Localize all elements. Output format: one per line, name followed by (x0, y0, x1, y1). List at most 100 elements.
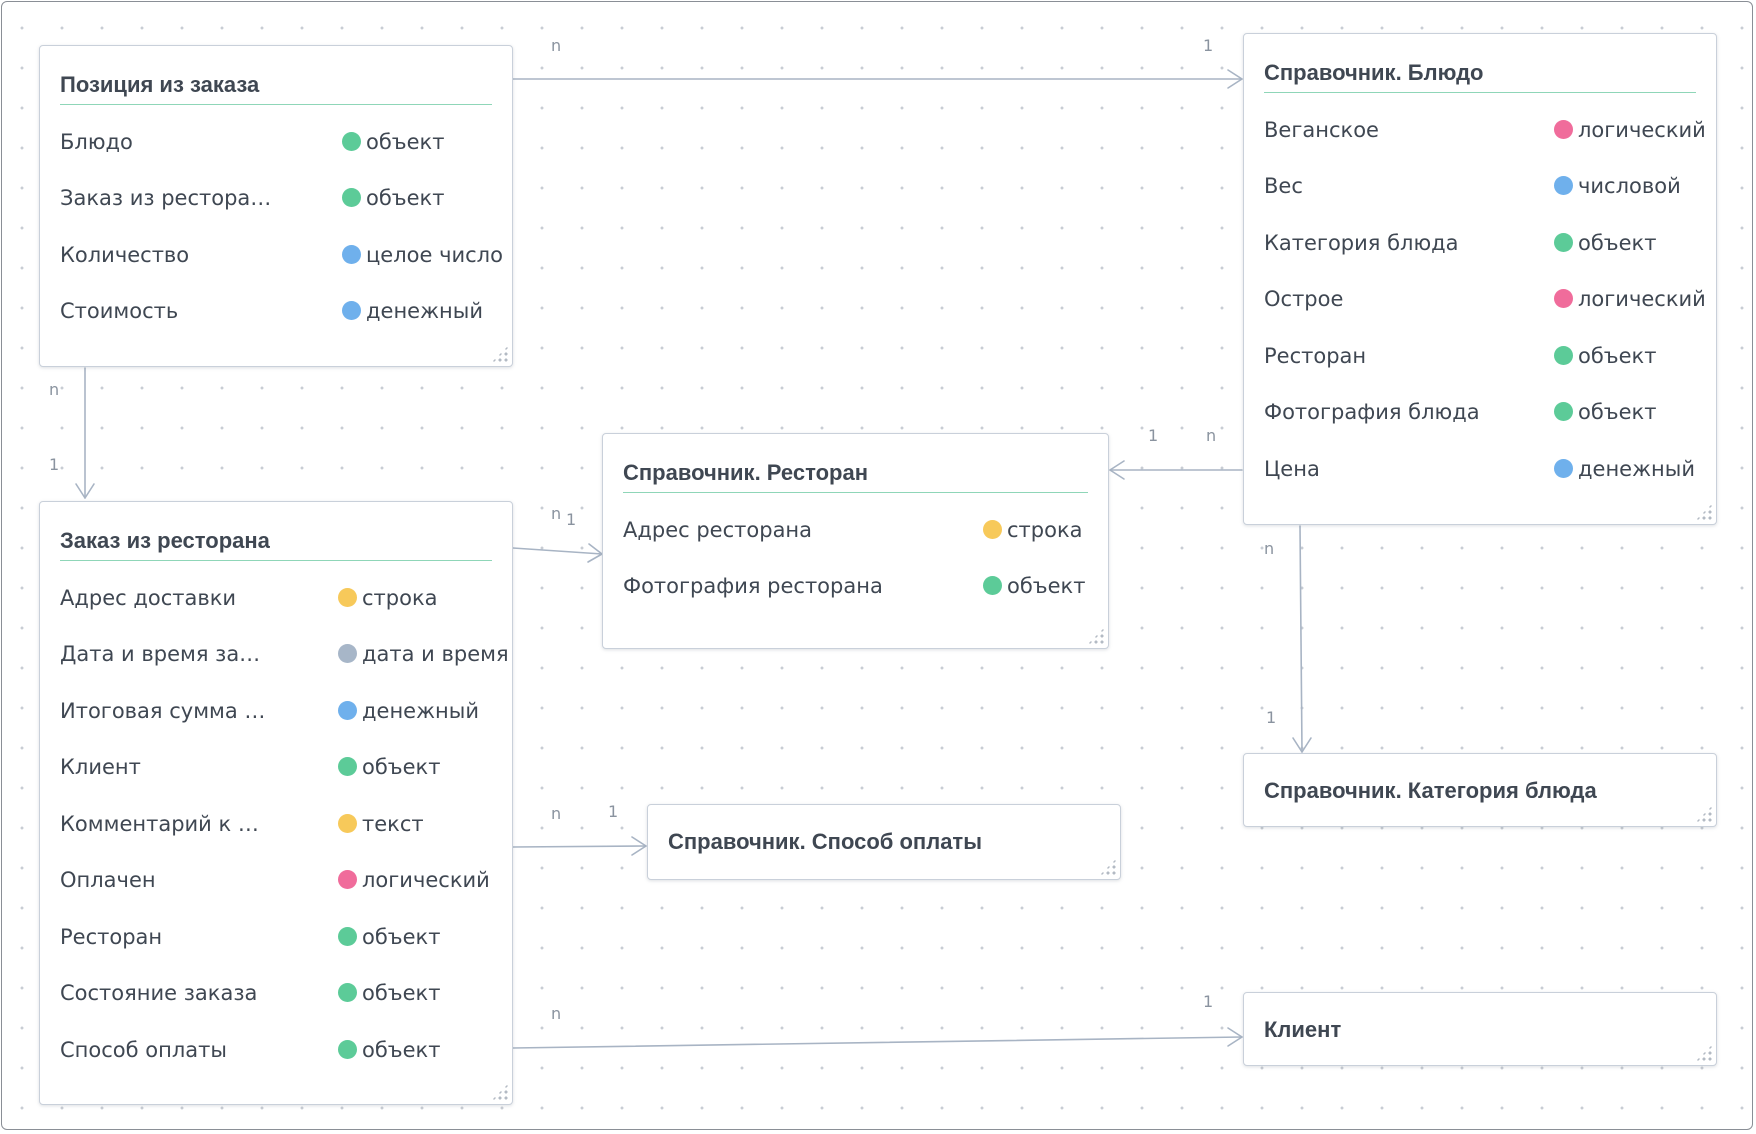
entity-field-row[interactable]: Цена денежный (1264, 453, 1696, 485)
field-name: Количество (60, 243, 190, 267)
entity-field-row[interactable]: Адрес ресторана строка (623, 514, 1088, 546)
field-name: Способ оплаты (60, 1038, 227, 1062)
cardinality-label: 1 (608, 802, 619, 821)
entity-field-row[interactable]: Блюдо объект (60, 126, 492, 158)
entity-field-row[interactable]: Количество целое число (60, 239, 503, 271)
field-type: строка (338, 586, 438, 610)
cardinality-label: n (49, 380, 60, 399)
field-type: объект (338, 755, 440, 779)
relation-line-order-client[interactable] (512, 1036, 1243, 1049)
relation-line-dish-category[interactable] (1299, 525, 1303, 753)
type-dot-icon (338, 701, 357, 720)
field-type: целое число (342, 243, 503, 267)
entity-field-row[interactable]: Категория блюда объект (1264, 227, 1696, 259)
field-name: Оплачен (60, 868, 156, 892)
field-type: строка (983, 518, 1083, 542)
type-dot-icon (1554, 289, 1573, 308)
entity-field-row[interactable]: Клиент объект (60, 751, 492, 783)
field-name: Ресторан (1264, 344, 1367, 368)
entity-card-order-item[interactable]: Позиция из заказа Блюдо объект Заказ из … (39, 45, 513, 367)
resize-handle-icon[interactable] (491, 1083, 509, 1101)
type-dot-icon (338, 870, 357, 889)
field-type: объект (1554, 400, 1656, 424)
entity-card-dish-category[interactable]: Справочник. Категория блюда (1243, 753, 1717, 827)
field-name: Цена (1264, 457, 1320, 481)
entity-field-row[interactable]: Ресторан объект (60, 921, 492, 953)
field-name: Адрес ресторана (623, 518, 813, 542)
entity-card-client[interactable]: Клиент (1243, 992, 1717, 1066)
type-dot-icon (338, 1040, 357, 1059)
field-name: Итоговая сумма … (60, 699, 266, 723)
entity-field-row[interactable]: Комментарий к … текст (60, 808, 492, 840)
type-dot-icon (338, 588, 357, 607)
resize-handle-icon[interactable] (1695, 805, 1713, 823)
entity-field-row[interactable]: Итоговая сумма … денежный (60, 695, 492, 727)
type-dot-icon (338, 983, 357, 1002)
type-dot-icon (338, 644, 357, 663)
cardinality-label: n (551, 1004, 562, 1023)
entity-field-row[interactable]: Способ оплаты объект (60, 1034, 492, 1066)
entity-field-row[interactable]: Ресторан объект (1264, 340, 1696, 372)
field-name: Заказ из рестора… (60, 186, 272, 210)
entity-field-row[interactable]: Веганское логический (1264, 114, 1706, 146)
field-name: Блюдо (60, 130, 133, 154)
cardinality-label: 1 (1203, 36, 1214, 55)
type-dot-icon (342, 301, 361, 320)
field-type: логический (338, 868, 490, 892)
field-type: денежный (1554, 457, 1695, 481)
type-dot-icon (1554, 459, 1573, 478)
relation-line-order-payment-method[interactable] (512, 845, 647, 848)
entity-field-row[interactable]: Оплачен логический (60, 864, 492, 896)
entity-field-row[interactable]: Дата и время за… дата и время (60, 638, 509, 670)
entity-card-restaurant-order[interactable]: Заказ из ресторана Адрес доставки строка… (39, 501, 513, 1105)
entity-field-row[interactable]: Заказ из рестора… объект (60, 182, 492, 214)
type-dot-icon (983, 520, 1002, 539)
type-dot-icon (342, 188, 361, 207)
entity-title: Справочник. Способ оплаты (668, 829, 982, 854)
entity-title: Справочник. Категория блюда (1264, 778, 1597, 803)
entity-field-row[interactable]: Вес числовой (1264, 170, 1696, 202)
field-name: Категория блюда (1264, 231, 1459, 255)
entity-title: Заказ из ресторана (60, 528, 492, 561)
field-name: Острое (1264, 287, 1344, 311)
cardinality-label: n (1264, 539, 1275, 558)
relation-line-restaurant-order-restaurant[interactable] (512, 547, 603, 555)
resize-handle-icon[interactable] (1087, 627, 1105, 645)
resize-handle-icon[interactable] (491, 345, 509, 363)
entity-title: Клиент (1264, 1017, 1342, 1042)
field-type: объект (338, 925, 440, 949)
entity-card-payment-method[interactable]: Справочник. Способ оплаты (647, 804, 1121, 880)
entity-field-row[interactable]: Фотография ресторана объект (623, 570, 1088, 602)
entity-field-row[interactable]: Состояние заказа объект (60, 977, 492, 1009)
entity-field-row[interactable]: Стоимость денежный (60, 295, 492, 327)
field-name: Дата и время за… (60, 642, 261, 666)
arrowhead-dish-category (1292, 737, 1312, 753)
entity-field-row[interactable]: Фотография блюда объект (1264, 396, 1696, 428)
resize-handle-icon[interactable] (1695, 1044, 1713, 1062)
entity-field-row[interactable]: Адрес доставки строка (60, 582, 492, 614)
type-dot-icon (1554, 402, 1573, 421)
cardinality-label: n (1206, 426, 1217, 445)
type-dot-icon (342, 245, 361, 264)
field-name: Клиент (60, 755, 141, 779)
entity-card-dish[interactable]: Справочник. Блюдо Веганское логический В… (1243, 33, 1717, 525)
entity-card-restaurant[interactable]: Справочник. Ресторан Адрес ресторана стр… (602, 433, 1109, 649)
field-type: объект (342, 186, 444, 210)
entity-field-row[interactable]: Острое логический (1264, 283, 1706, 315)
entity-title: Справочник. Блюдо (1264, 60, 1696, 93)
entity-title: Справочник. Ресторан (623, 460, 1088, 493)
field-name: Фотография блюда (1264, 400, 1480, 424)
field-type: денежный (338, 699, 479, 723)
cardinality-label: 1 (1203, 992, 1214, 1011)
field-name: Веганское (1264, 118, 1379, 142)
type-dot-icon (1554, 176, 1573, 195)
resize-handle-icon[interactable] (1099, 858, 1117, 876)
field-type: объект (1554, 231, 1656, 255)
resize-handle-icon[interactable] (1695, 503, 1713, 521)
cardinality-label: 1 (1148, 426, 1159, 445)
cardinality-label: n (551, 804, 562, 823)
field-name: Состояние заказа (60, 981, 258, 1005)
type-dot-icon (338, 927, 357, 946)
